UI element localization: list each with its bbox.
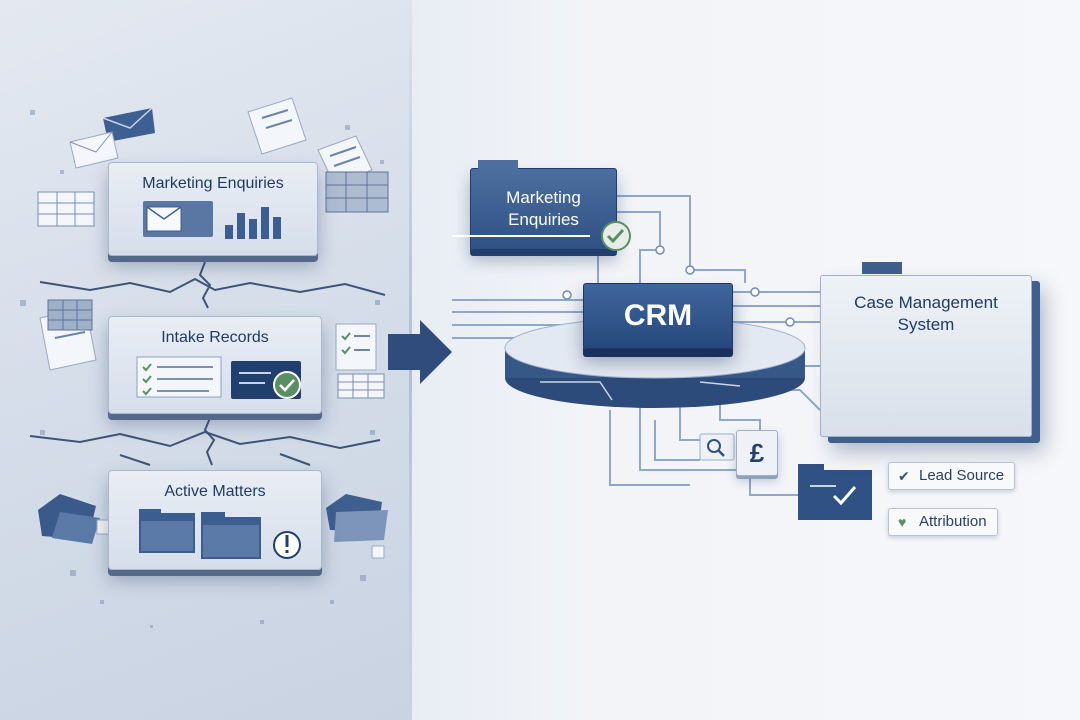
card-illustration — [136, 356, 301, 399]
folder-icon — [201, 512, 261, 559]
alert-icon — [273, 531, 301, 559]
folder-icon — [326, 494, 388, 542]
heart-icon: ♥ — [898, 514, 907, 530]
spreadsheet-icon — [337, 373, 385, 399]
checklist-icon — [136, 356, 222, 398]
cms-label-line1: Case Management — [854, 293, 998, 312]
crack-lines — [29, 261, 386, 466]
card-illustration — [143, 201, 281, 239]
case-management-system: Case Management System — [820, 275, 1032, 437]
intake-records-card: Intake Records — [108, 316, 322, 414]
spreadsheet-icon — [325, 171, 389, 213]
transition-arrow-icon — [388, 320, 452, 384]
cms-label-line2: System — [897, 315, 955, 334]
folder-label-line2: Enquiries — [508, 210, 579, 229]
spreadsheet-icon — [37, 191, 95, 227]
active-matters-card: Active Matters — [108, 470, 322, 570]
envelope-icon — [146, 206, 182, 232]
card-title: Marketing Enquiries — [142, 175, 284, 192]
document-icon — [247, 97, 307, 155]
check-icon — [273, 371, 301, 399]
envelope-icon — [69, 131, 119, 169]
envelope-icon — [102, 107, 155, 142]
scattered-fragments — [20, 110, 384, 628]
spreadsheet-icon — [47, 299, 93, 331]
card-illustration — [139, 509, 301, 559]
bar-chart-icon — [225, 207, 281, 239]
folder-icon — [38, 494, 100, 544]
card-title: Intake Records — [161, 329, 269, 346]
folder-icon — [139, 509, 195, 553]
attribution-label: Attribution — [919, 513, 987, 530]
folder-label: Marketing Enquiries — [471, 187, 616, 231]
lead-source-label: Lead Source — [919, 467, 1005, 484]
platform-traces — [540, 381, 741, 401]
folder-label-line1: Marketing — [506, 188, 581, 207]
marketing-enquiries-folder: Marketing Enquiries — [470, 168, 617, 250]
crm-hub: CRM — [583, 283, 733, 349]
check-mark-icon: ✔ — [898, 468, 910, 484]
currency-pound-icon: £ — [736, 430, 778, 476]
lead-source-tag: ✔ Lead Source — [888, 462, 1016, 490]
card-title: Active Matters — [164, 483, 266, 500]
attribution-tag: ♥ Attribution — [888, 508, 998, 536]
marketing-enquiries-card: Marketing Enquiries — [108, 162, 318, 256]
checklist-icon — [335, 323, 377, 371]
cms-label: Case Management System — [821, 292, 1031, 336]
fragment-tile — [371, 545, 385, 559]
